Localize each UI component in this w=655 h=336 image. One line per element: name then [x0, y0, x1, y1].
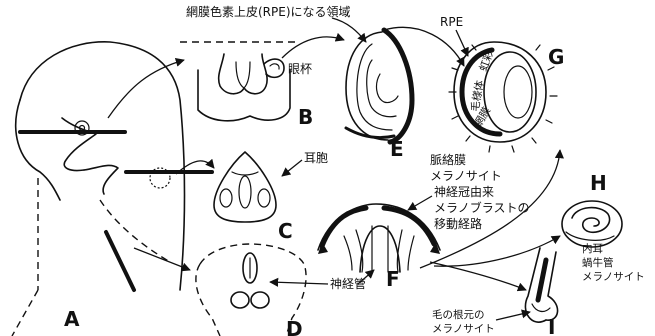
- arrow-neural-tube-label: [269, 277, 329, 287]
- panel-label-e: E: [390, 137, 404, 161]
- arrow-f-to-i: [429, 261, 527, 292]
- label-neural-crest-line2: メラノブラストの: [434, 200, 530, 215]
- label-choroid-line1: 脈絡膜: [430, 152, 466, 167]
- arrow-hair-label: [495, 309, 531, 321]
- arrow-e-to-g: [383, 26, 465, 67]
- label-rpe-region: 網膜色素上皮(RPE)になる領域: [186, 4, 351, 19]
- arrow-eyecup-to-e: [281, 32, 345, 59]
- arrow-a-to-c: [175, 158, 215, 175]
- optic-cup-detail: [344, 27, 415, 145]
- panel-label-g: G: [548, 45, 564, 69]
- label-choroid-line2: メラノサイト: [430, 169, 502, 183]
- arrow-neural-crest-label: [407, 195, 433, 211]
- arrow-a-to-d: [133, 247, 191, 272]
- panel-label-i: I: [548, 315, 555, 336]
- arrow-f-to-g: [419, 149, 564, 269]
- section-line-d: [104, 230, 136, 292]
- eye-detail: [448, 41, 558, 153]
- neural-tube-section: [195, 243, 307, 336]
- panel-label-a: A: [64, 307, 80, 331]
- embryo-drawing: [11, 41, 186, 336]
- arrow-a-to-b: [107, 57, 185, 119]
- connector-arrows: [107, 17, 564, 321]
- arrow-otic-label: [281, 159, 303, 177]
- panel-label-c: C: [278, 219, 293, 243]
- panel-label-b: B: [298, 105, 313, 129]
- panel-label-h: H: [590, 171, 607, 195]
- arrow-rpe-region-e: [331, 17, 367, 43]
- neural-crest-migration: [317, 203, 441, 273]
- panel-label-d: D: [286, 317, 303, 336]
- label-neural-crest-line1: 神経冠由来: [434, 185, 494, 199]
- label-hair-line2: メラノサイト: [432, 323, 495, 335]
- cochlea-detail: [561, 200, 623, 248]
- choroid-melanocytes: [448, 44, 558, 153]
- label-rpe: RPE: [440, 15, 463, 29]
- label-inner-ear-line1: 内耳: [582, 242, 603, 255]
- arrow-neural-tube-f: [357, 269, 375, 285]
- label-inner-ear-line2: 蝸牛管: [582, 256, 614, 269]
- label-hair-line1: 毛の根元の: [432, 308, 485, 321]
- otic-vesicle-section: [213, 151, 277, 223]
- eye-label-ciliary: 毛様体: [468, 79, 486, 113]
- label-neural-crest-line3: 移動経路: [434, 216, 482, 231]
- eye-cup-section: [180, 41, 296, 122]
- panel-label-f: F: [386, 267, 400, 291]
- hair-follicle-detail: [524, 247, 559, 323]
- label-otic-vesicle: 耳胞: [304, 151, 328, 165]
- arrow-f-to-h: [433, 235, 561, 267]
- arrow-rpe-label: [455, 29, 469, 57]
- label-inner-ear-line3: メラノサイト: [582, 271, 645, 283]
- label-neural-tube: 神経管: [330, 276, 366, 291]
- label-eye-cup: 眼杯: [288, 62, 312, 76]
